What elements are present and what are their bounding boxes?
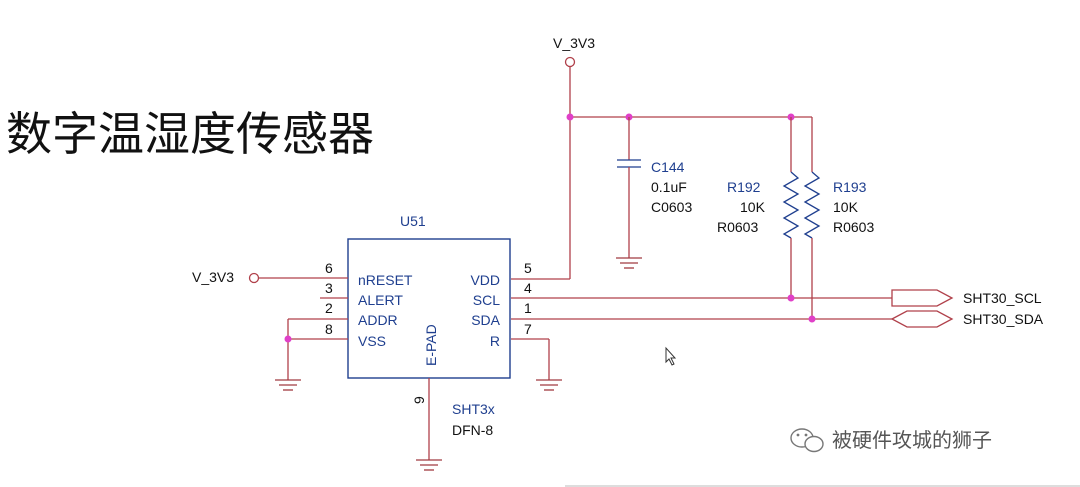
pin-number-6: 6 [325,260,333,276]
ground-icon [536,379,562,391]
pin-number-4: 4 [524,280,532,296]
wechat-icon [790,428,824,453]
pin-name-vdd: VDD [470,272,500,288]
net-port-sda-icon [890,310,954,328]
resistor-r192-icon [782,171,800,239]
pin-name-vss: VSS [358,333,386,349]
junction-dot [566,113,574,121]
ground-icon [275,379,301,391]
pin-name-scl: SCL [473,292,500,308]
pin-number-5: 5 [524,260,532,276]
resistor-r192-value: 10K [740,199,766,215]
capacitor-value: 0.1uF [651,179,687,195]
pin-number-2: 2 [325,300,333,316]
chip-ref: U51 [400,213,426,229]
ground-icon [416,459,442,471]
junction-dot [808,315,816,323]
pin-number-8: 8 [325,321,333,337]
pin-name-alert: ALERT [358,292,403,308]
capacitor-package: C0603 [651,199,692,215]
pin-number-9: 9 [411,396,427,404]
chip-package: DFN-8 [452,422,493,438]
power-net-label-left: V_3V3 [192,269,234,285]
pin-number-3: 3 [325,280,333,296]
pin-name-addr: ADDR [358,312,398,328]
power-port-top-icon [564,56,576,68]
pin-name-sda: SDA [471,312,500,328]
chip-part: SHT3x [452,401,495,417]
net-port-scl-icon [891,289,954,307]
resistor-r192-package: R0603 [717,219,758,235]
resistor-r192-ref: R192 [727,179,761,195]
pin-number-1: 1 [524,300,532,316]
power-net-label-top: V_3V3 [553,35,595,51]
pin-name-r: R [490,333,500,349]
net-label-scl: SHT30_SCL [963,290,1042,306]
power-port-left-icon [248,272,260,284]
pin-name-nreset: nRESET [358,272,413,288]
ground-icon [616,257,642,269]
resistor-r193-ref: R193 [833,179,867,195]
junction-dot [284,335,292,343]
resistor-r193-icon [803,171,821,239]
chip-epad-label: E-PAD [423,324,439,366]
resistor-r193-value: 10K [833,199,859,215]
junction-dot [787,294,795,302]
pin-number-7: 7 [524,321,532,337]
resistor-r193-package: R0603 [833,219,874,235]
diagram-title: 数字温湿度传感器 [6,107,374,161]
net-label-sda: SHT30_SDA [963,311,1044,327]
mouse-cursor-icon [665,346,677,366]
watermark-text: 被硬件攻城的狮子 [832,428,992,452]
capacitor-ref: C144 [651,159,685,175]
